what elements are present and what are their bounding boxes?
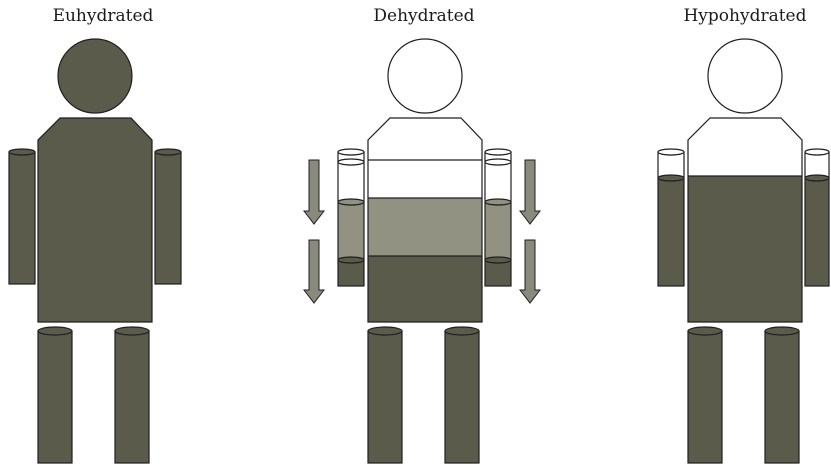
right-leg-top: [764, 326, 800, 336]
left-arm-top: [657, 148, 685, 156]
torso-fluid: [688, 176, 802, 322]
left-arm-level-1: [337, 158, 365, 166]
figure-dehydrated: [302, 38, 542, 464]
right-leg: [444, 330, 480, 464]
left-leg-top: [367, 326, 403, 336]
figure-hypohydrated: [657, 38, 830, 464]
right-arm-top: [484, 148, 512, 156]
down-arrow-right-upper: [518, 159, 542, 225]
torso: [687, 117, 803, 323]
down-arrow-left-lower: [302, 239, 326, 304]
figure-euhydrated: [8, 38, 182, 464]
head: [387, 38, 463, 114]
down-arrow-right-lower: [518, 239, 542, 304]
left-arm-top: [8, 148, 36, 156]
right-arm: [154, 151, 182, 285]
left-arm-low-fluid: [338, 260, 364, 286]
left-arm-level-3: [337, 256, 365, 264]
right-arm-level-3: [484, 256, 512, 264]
torso-mid-fluid: [368, 198, 482, 256]
left-arm-top: [337, 148, 365, 156]
left-leg: [687, 330, 723, 464]
torso: [37, 117, 153, 323]
left-arm-level-2: [337, 198, 365, 206]
left-leg-top: [687, 326, 723, 336]
title-dehydrated: Dehydrated: [373, 6, 475, 26]
right-arm-top: [154, 148, 182, 156]
left-leg: [367, 330, 403, 464]
right-arm-level-2: [484, 198, 512, 206]
title-euhydrated: Euhydrated: [52, 6, 154, 26]
right-arm-level: [804, 174, 830, 182]
right-arm-low-fluid: [485, 260, 511, 286]
left-leg-top: [37, 326, 73, 336]
left-arm: [8, 151, 36, 285]
left-arm-level: [657, 174, 685, 182]
head: [707, 38, 783, 114]
left-arm-fluid: [658, 178, 684, 286]
right-leg: [764, 330, 800, 464]
left-leg: [37, 330, 73, 464]
right-arm-mid-fluid: [485, 202, 511, 260]
right-leg-top: [114, 326, 150, 336]
right-leg-top: [444, 326, 480, 336]
title-hypohydrated: Hypohydrated: [683, 6, 807, 26]
head: [57, 38, 133, 114]
right-leg: [114, 330, 150, 464]
right-arm-top: [804, 148, 830, 156]
down-arrow-left-upper: [302, 159, 326, 225]
right-arm-level-1: [484, 158, 512, 166]
right-arm-fluid: [805, 178, 829, 286]
torso: [367, 117, 483, 323]
left-arm-mid-fluid: [338, 202, 364, 260]
torso-low-fluid: [368, 256, 482, 322]
